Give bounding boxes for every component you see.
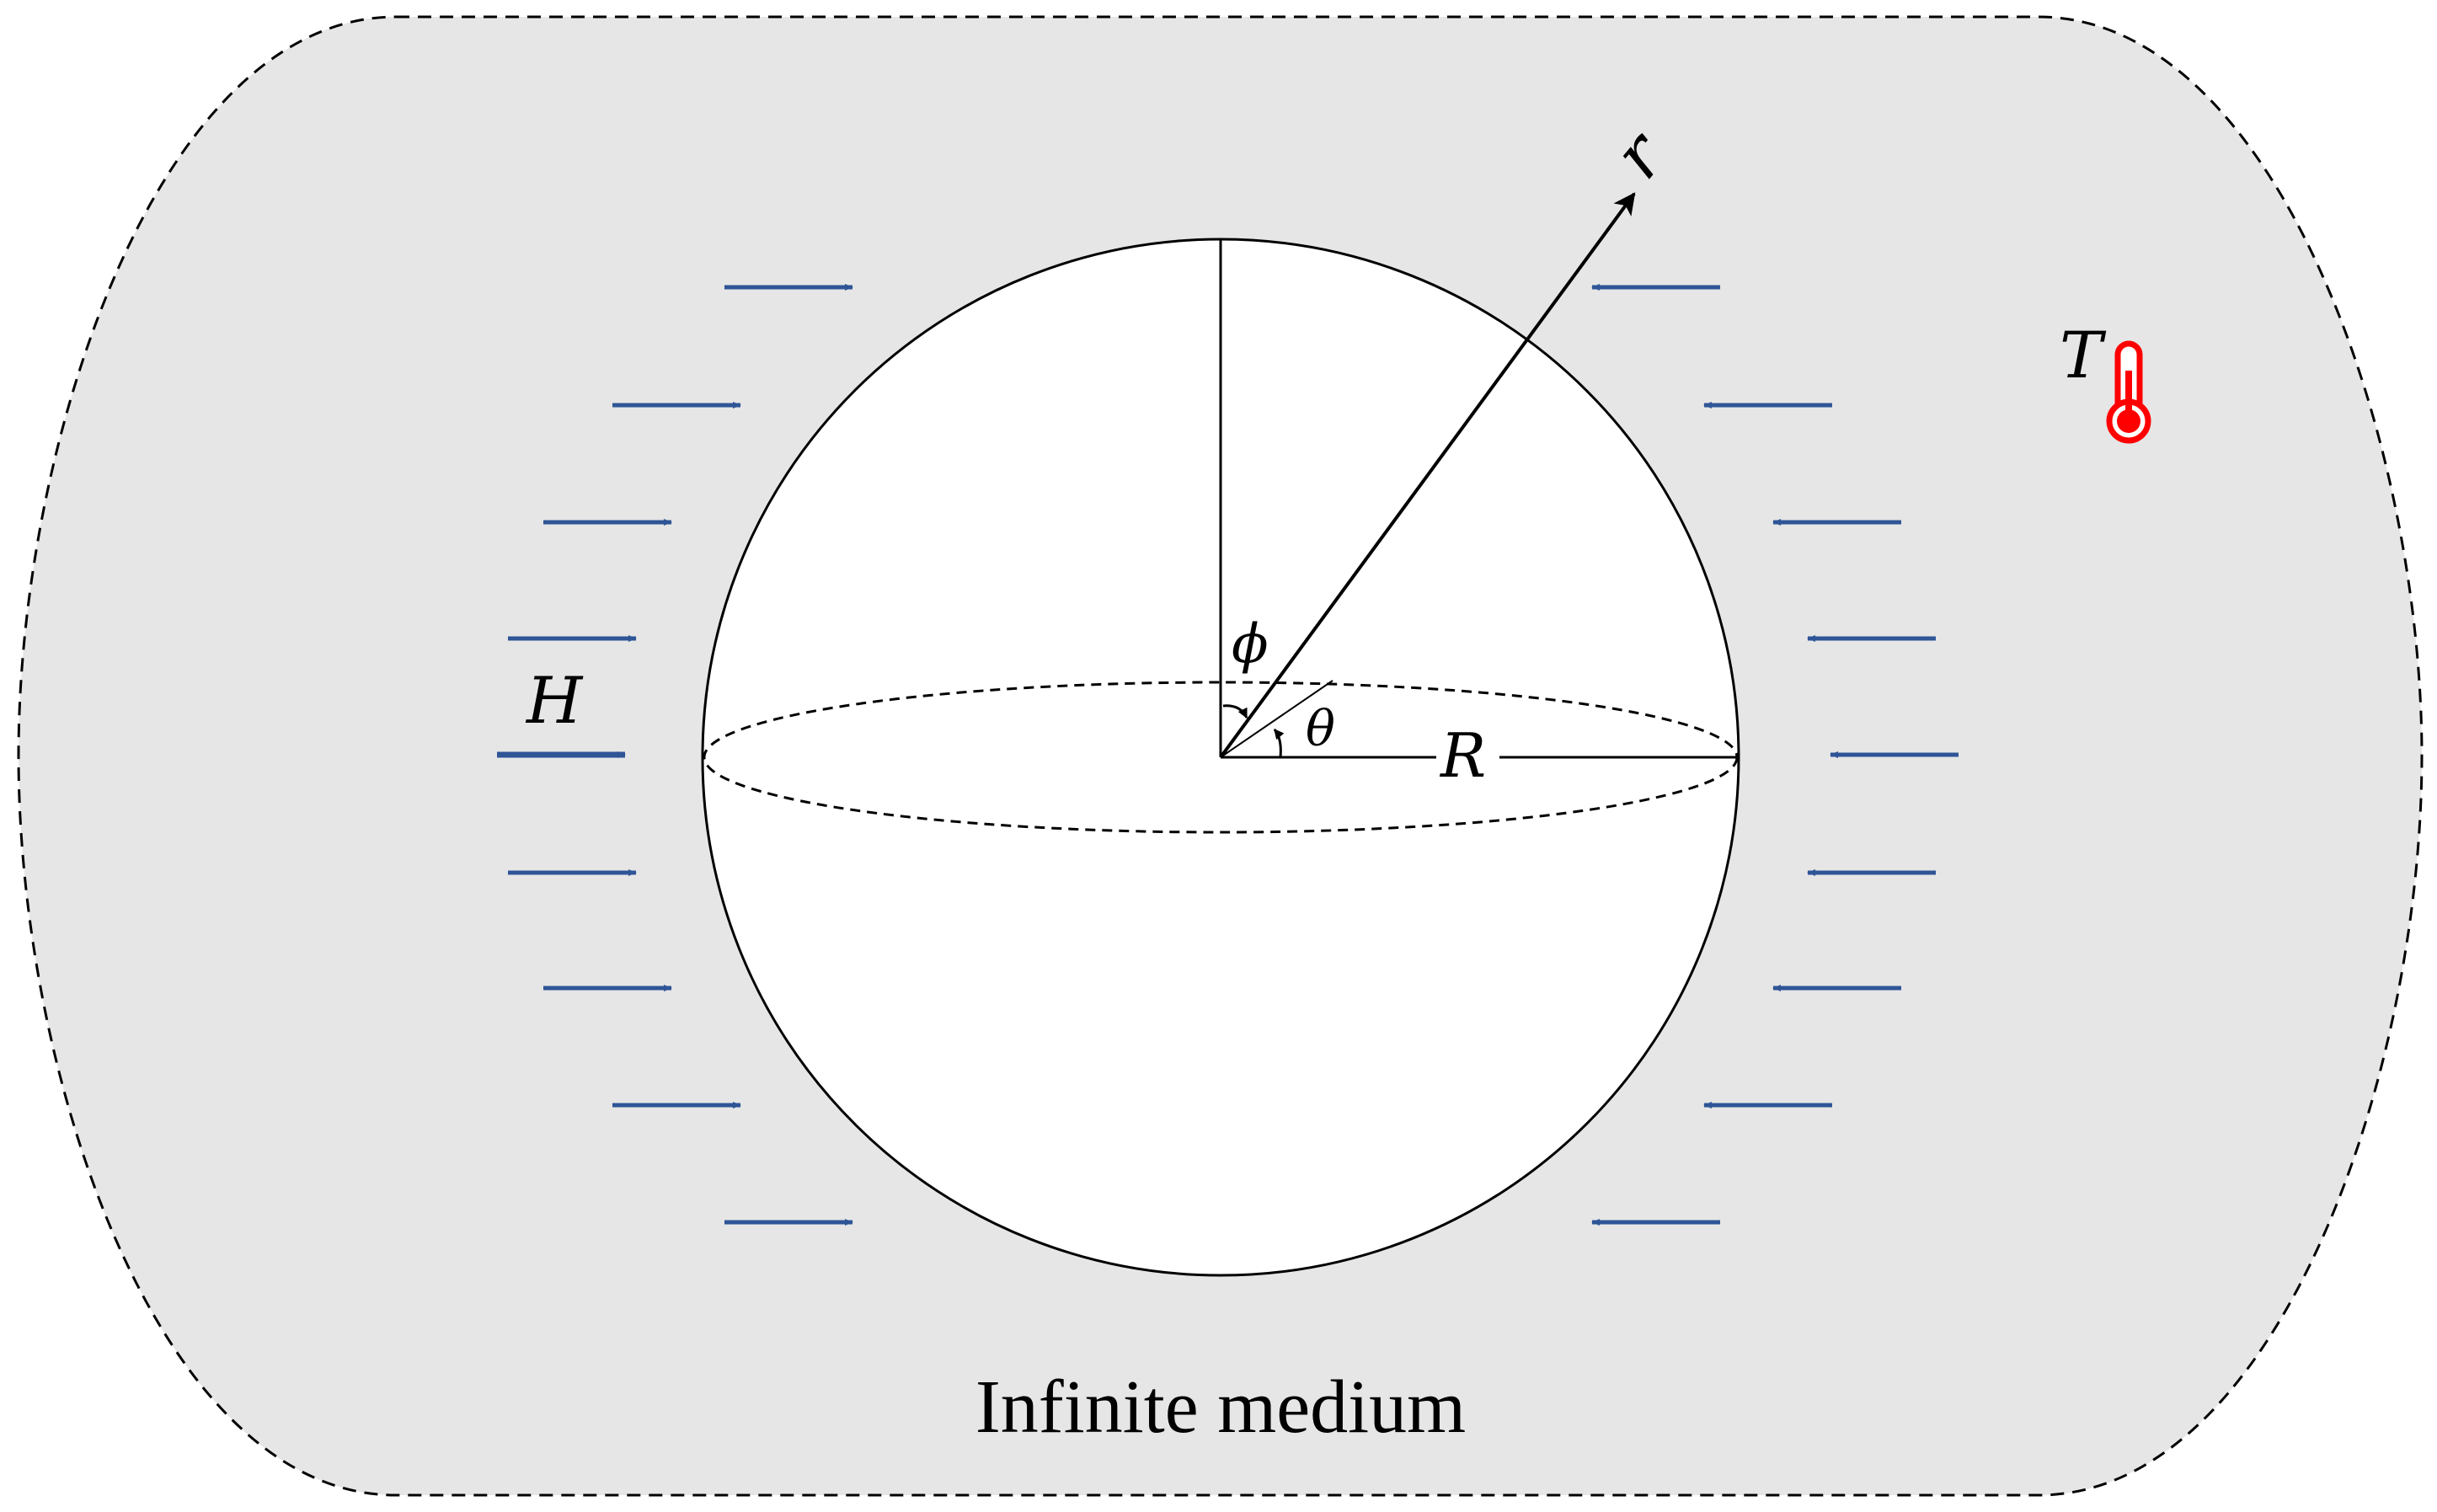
phi-angle-arc	[1222, 704, 1248, 719]
theta-angle-arc	[1273, 729, 1285, 758]
polar-angle-label: ϕ	[1232, 613, 1269, 676]
medium-label: Infinite medium	[975, 1365, 1466, 1449]
radial-vector	[1219, 192, 1636, 759]
thermometer-icon	[2106, 340, 2151, 444]
field-arrows-left	[497, 284, 853, 1226]
field-label: H	[525, 663, 584, 738]
field-arrows-right	[1591, 284, 1959, 1226]
temperature-label: T	[2060, 318, 2107, 393]
radius-label: R	[1439, 720, 1486, 791]
projection-line	[1220, 680, 1333, 758]
azimuth-angle-label: θ	[1306, 700, 1335, 757]
